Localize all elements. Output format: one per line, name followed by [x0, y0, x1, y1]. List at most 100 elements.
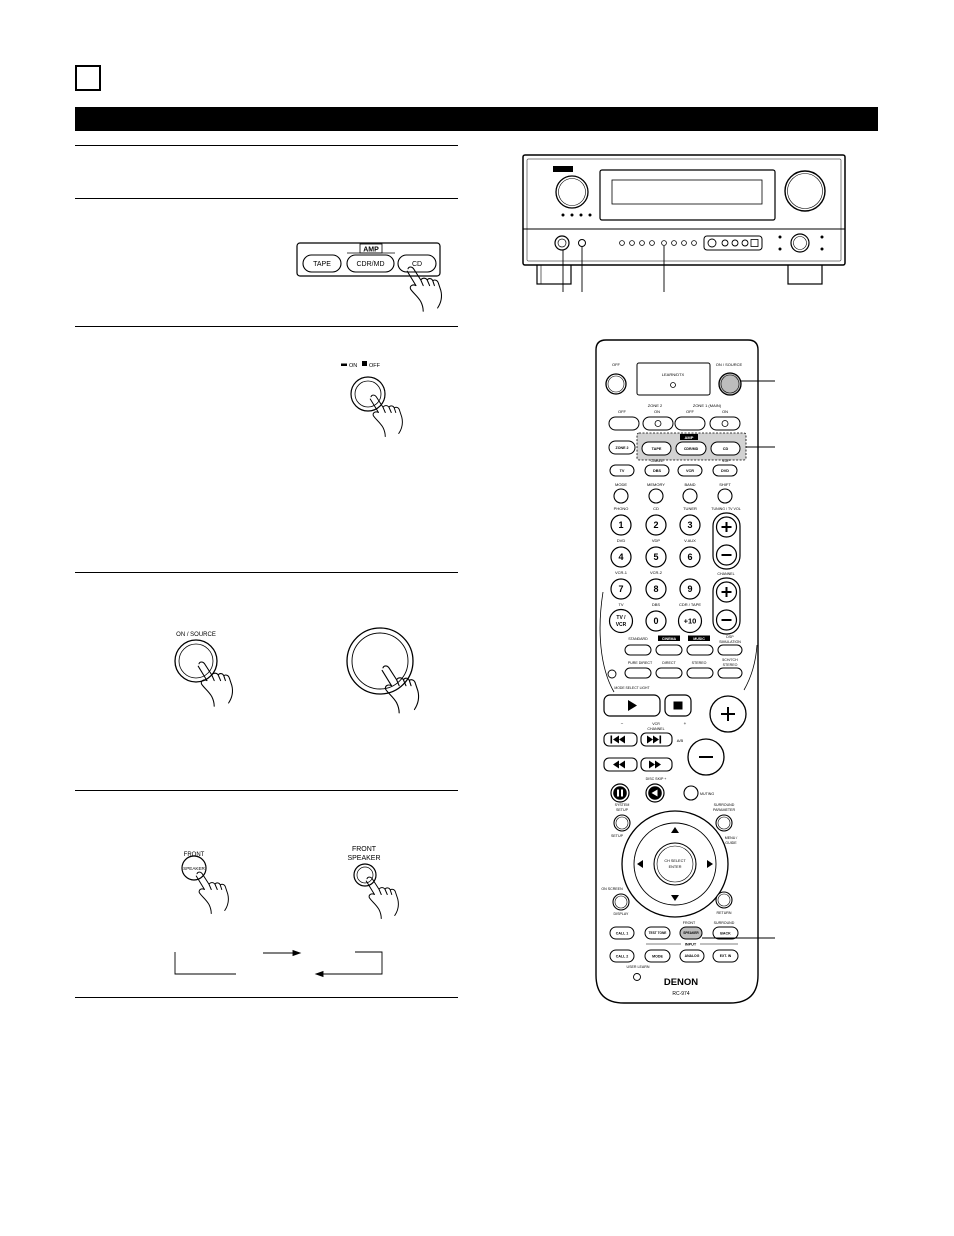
play-button[interactable] — [603, 694, 661, 717]
number-key-5[interactable]: 5 — [645, 546, 667, 568]
number-key-6[interactable]: 6 — [679, 546, 701, 568]
learn-led-icon — [670, 382, 676, 388]
return-button[interactable] — [715, 891, 733, 909]
front-speaker-remote-button[interactable]: SPEAKER — [181, 855, 207, 881]
skip-back-icon — [613, 735, 619, 744]
number-key-2[interactable]: 2 — [645, 514, 667, 536]
call1-button[interactable]: CALL 1 — [609, 926, 635, 940]
skip-forward-button[interactable] — [640, 732, 673, 747]
hand-pointers — [195, 266, 442, 919]
remote-front-speaker-button[interactable]: SPEAKER — [679, 926, 703, 940]
display-label: DISPLAY — [614, 912, 630, 916]
on-source-button[interactable] — [174, 639, 218, 683]
tv-vcr-key[interactable]: TV /VCR — [608, 608, 634, 634]
channel-up-button[interactable] — [715, 581, 738, 603]
volume-down-button[interactable] — [715, 544, 738, 566]
remote-tape-button[interactable]: TAPE — [641, 441, 672, 456]
zone2-on-button[interactable] — [642, 416, 674, 431]
on-screen-display-button[interactable] — [612, 893, 630, 911]
pause-button[interactable] — [610, 783, 630, 803]
channel-down-button[interactable] — [715, 609, 738, 631]
band-button[interactable] — [682, 488, 698, 504]
tape-button-label: TAPE — [313, 261, 331, 268]
music-button[interactable] — [686, 644, 714, 656]
cdr-md-button[interactable]: CDR/MD — [346, 254, 395, 273]
cd-button[interactable]: CD — [397, 254, 437, 273]
remote-off-button[interactable] — [605, 373, 627, 395]
zone1-on-button[interactable] — [709, 416, 741, 431]
plus10-key-label: +10 — [684, 617, 697, 626]
panel-button-row[interactable] — [619, 240, 697, 246]
stereo-button[interactable] — [686, 667, 714, 679]
surround-parameter-button[interactable] — [715, 814, 733, 832]
input-label: INPUT — [685, 943, 697, 947]
front-speaker-panel-button[interactable] — [353, 863, 377, 887]
plus10-key[interactable]: +10 — [677, 608, 703, 634]
input-mode-button[interactable]: MODE — [644, 949, 671, 963]
surround-back-button[interactable]: BACK — [712, 926, 739, 940]
shift-button[interactable] — [717, 488, 733, 504]
number-key-7[interactable]: 7 — [610, 578, 632, 600]
skip-forward-icon — [647, 735, 653, 744]
zone1-off-button[interactable] — [674, 416, 706, 431]
shift-label: SHIFT — [719, 482, 731, 487]
step-divider — [75, 997, 458, 998]
test-tone-button-label: TEST TONE — [649, 931, 667, 935]
mode-button[interactable] — [613, 488, 629, 504]
memory-button[interactable] — [648, 488, 664, 504]
input-selector-knob[interactable] — [555, 175, 589, 209]
rewind-button[interactable] — [603, 757, 638, 772]
ext-in-button[interactable]: EXT. IN — [712, 949, 739, 963]
skip-forward-icon — [653, 735, 659, 744]
return-label: RETURN — [717, 911, 732, 915]
master-volume-knob[interactable] — [784, 170, 826, 212]
master-volume-down-button[interactable] — [687, 738, 725, 776]
test-tone-button[interactable]: TEST TONE — [644, 926, 671, 940]
zone-volume-knob[interactable] — [790, 233, 810, 253]
number-key-1[interactable]: 1 — [610, 514, 632, 536]
receiver-logo — [553, 166, 573, 172]
stop-button[interactable] — [664, 694, 692, 717]
direct-button[interactable] — [655, 667, 683, 679]
cinema-button[interactable] — [655, 644, 683, 656]
number-key-8[interactable]: 8 — [645, 578, 667, 600]
number-key-4[interactable]: 4 — [610, 546, 632, 568]
receiver-power-button[interactable] — [554, 235, 570, 251]
dvd-mode-button[interactable]: DVD — [712, 464, 738, 477]
number-key-9[interactable]: 9 — [679, 578, 701, 600]
tuning-tv-vol-label: TUNING / TV VOL — [711, 507, 741, 511]
tv-mode-button[interactable]: TV — [609, 464, 635, 477]
remote-zone2-button[interactable]: ZONE 2 — [608, 440, 636, 455]
dbs-mode-button-label: DBS — [653, 469, 661, 473]
power-button[interactable] — [350, 376, 386, 412]
dbs-mode-button[interactable]: DBS — [644, 464, 670, 477]
tape-button[interactable]: TAPE — [302, 254, 342, 273]
zone2-off-button[interactable] — [608, 416, 640, 431]
dsp-simulation-button[interactable] — [717, 644, 743, 656]
multi-channel-stereo-button[interactable] — [717, 667, 743, 679]
pure-direct-button[interactable] — [624, 667, 652, 679]
skip-back-button[interactable] — [603, 732, 638, 747]
front-label: FRONT — [683, 921, 696, 925]
number-key-1-label: 1 — [618, 520, 623, 530]
volume-up-button[interactable] — [715, 516, 738, 538]
standard-button[interactable] — [624, 644, 652, 656]
disc-skip-back-button[interactable] — [645, 783, 665, 803]
number-key-3[interactable]: 3 — [679, 514, 701, 536]
main-power-button[interactable] — [346, 627, 414, 695]
remote-on-source-button[interactable] — [718, 372, 742, 396]
vcr-mode-button[interactable]: VCR — [677, 464, 703, 477]
front-speaker-remote-label: FRONT — [184, 852, 205, 858]
power-off-symbol-icon — [362, 361, 367, 366]
system-setup-button[interactable] — [613, 814, 631, 832]
number-key-0[interactable]: 0 — [645, 610, 667, 632]
analog-button[interactable]: ANALOG — [679, 949, 705, 963]
call2-button[interactable]: CALL 2 — [609, 949, 635, 963]
muting-button[interactable] — [683, 785, 699, 801]
master-volume-up-button[interactable] — [709, 695, 747, 733]
remote-cd-button[interactable]: CD — [710, 441, 741, 456]
fast-forward-button[interactable] — [640, 757, 673, 772]
remote-cdr-md-button[interactable]: CDR/MD — [675, 441, 707, 456]
